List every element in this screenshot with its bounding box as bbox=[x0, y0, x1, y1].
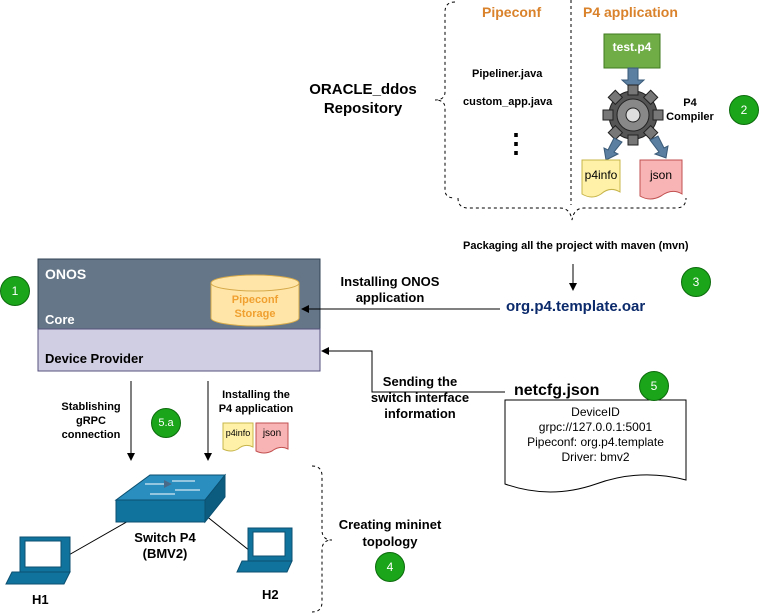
repository-bottom-brace bbox=[457, 197, 687, 221]
compiler-to-p4info-arrow bbox=[603, 137, 623, 161]
switch-icon bbox=[114, 473, 227, 524]
compiler-to-json-arrow bbox=[649, 135, 669, 159]
netcfg-line-driver: Driver: bmv2 bbox=[561, 450, 630, 464]
badge-5a: 5.a bbox=[151, 408, 181, 438]
grpc-label: Stablishing gRPC connection bbox=[48, 400, 134, 442]
small-p4info-label: p4info bbox=[225, 428, 251, 438]
device-provider-label: Device Provider bbox=[45, 351, 144, 366]
netcfg-document bbox=[504, 399, 687, 493]
onos-title: ONOS bbox=[45, 266, 87, 282]
mininet-label: Creating mininet topology bbox=[330, 516, 450, 550]
onos-core-label: Core bbox=[45, 312, 75, 327]
json-note bbox=[639, 159, 683, 200]
packaging-label: Packaging all the project with maven (mv… bbox=[463, 240, 689, 252]
compiler-label-line2: Compiler bbox=[666, 111, 714, 123]
netcfg-line-device-id: DeviceID bbox=[571, 405, 620, 419]
grpc-line1: Stablishing bbox=[61, 401, 121, 413]
file-custom-app: custom_app.java bbox=[463, 96, 553, 108]
p4info-label: p4info bbox=[584, 168, 618, 182]
small-p4info-note bbox=[222, 422, 254, 452]
mininet-brace bbox=[311, 465, 333, 613]
pipeconf-storage-cylinder bbox=[210, 274, 300, 327]
repository-left-brace bbox=[434, 1, 456, 199]
p4info-note bbox=[581, 159, 621, 198]
sending-line1: Sending the bbox=[382, 374, 458, 389]
h1-label: H1 bbox=[32, 592, 49, 607]
json-label: json bbox=[649, 168, 672, 182]
grpc-line2: gRPC bbox=[76, 415, 106, 427]
mininet-line2: topology bbox=[362, 534, 418, 549]
repository-label-line2: Repository bbox=[323, 100, 403, 117]
small-json-note bbox=[255, 422, 289, 454]
netcfg-content: DeviceID grpc://127.0.0.1:5001 Pipeconf:… bbox=[505, 405, 686, 465]
device-provider-box bbox=[37, 328, 321, 372]
installing-onos-label: Installing ONOS application bbox=[330, 274, 450, 306]
grpc-line3: connection bbox=[61, 429, 121, 441]
p4-application-header: P4 application bbox=[583, 4, 678, 20]
badge-4: 4 bbox=[375, 552, 405, 582]
badge-3: 3 bbox=[681, 267, 711, 297]
netcfg-title: netcfg.json bbox=[514, 382, 600, 399]
sending-line3: information bbox=[384, 406, 456, 421]
netcfg-arrow bbox=[321, 347, 505, 393]
mininet-line1: Creating mininet bbox=[338, 517, 442, 532]
file-pipeliner: Pipeliner.java bbox=[472, 68, 543, 80]
netcfg-line-grpc: grpc://127.0.0.1:5001 bbox=[538, 420, 653, 434]
switch-line1: Switch P4 bbox=[134, 530, 196, 545]
pipeconf-header: Pipeconf bbox=[482, 4, 542, 20]
compiler-label: P4 Compiler bbox=[664, 96, 716, 124]
link-switch-h2 bbox=[204, 514, 256, 556]
compiler-gear-icon bbox=[602, 84, 664, 146]
installing-onos-line1: Installing ONOS bbox=[340, 274, 440, 289]
badge-2: 2 bbox=[729, 95, 759, 125]
test-p4-box bbox=[603, 33, 661, 69]
sending-label: Sending the switch interface information bbox=[360, 374, 480, 422]
compiler-label-line1: P4 bbox=[683, 97, 697, 109]
switch-label: Switch P4 (BMV2) bbox=[120, 530, 210, 562]
installing-p4-line1: Installing the bbox=[222, 389, 290, 401]
storage-line2: Storage bbox=[234, 308, 276, 320]
storage-line1: Pipeconf bbox=[231, 294, 279, 306]
installing-p4-label: Installing the P4 application bbox=[208, 388, 304, 416]
h2-label: H2 bbox=[262, 587, 279, 602]
installing-p4-line2: P4 application bbox=[218, 403, 294, 415]
files-ellipsis: ⋮ bbox=[503, 128, 529, 158]
h2-computer-icon bbox=[236, 527, 293, 573]
sending-line2: switch interface bbox=[370, 390, 470, 405]
h1-computer-icon bbox=[5, 536, 71, 585]
repository-label-line1: ORACLE_ddos bbox=[309, 81, 417, 98]
badge-5: 5 bbox=[639, 371, 669, 401]
switch-line2: (BMV2) bbox=[142, 546, 188, 561]
installing-onos-line2: application bbox=[355, 290, 425, 305]
link-h1-switch bbox=[59, 519, 131, 561]
oar-file-label: org.p4.template.oar bbox=[506, 298, 646, 315]
small-json-label: json bbox=[262, 428, 282, 439]
badge-1: 1 bbox=[0, 276, 30, 306]
pipeconf-storage-label: Pipeconf Storage bbox=[211, 293, 299, 321]
test-p4-label: test.p4 bbox=[612, 40, 652, 54]
repository-label: ORACLE_ddos Repository bbox=[296, 80, 430, 118]
netcfg-line-pipeconf: Pipeconf: org.p4.template bbox=[527, 435, 664, 449]
